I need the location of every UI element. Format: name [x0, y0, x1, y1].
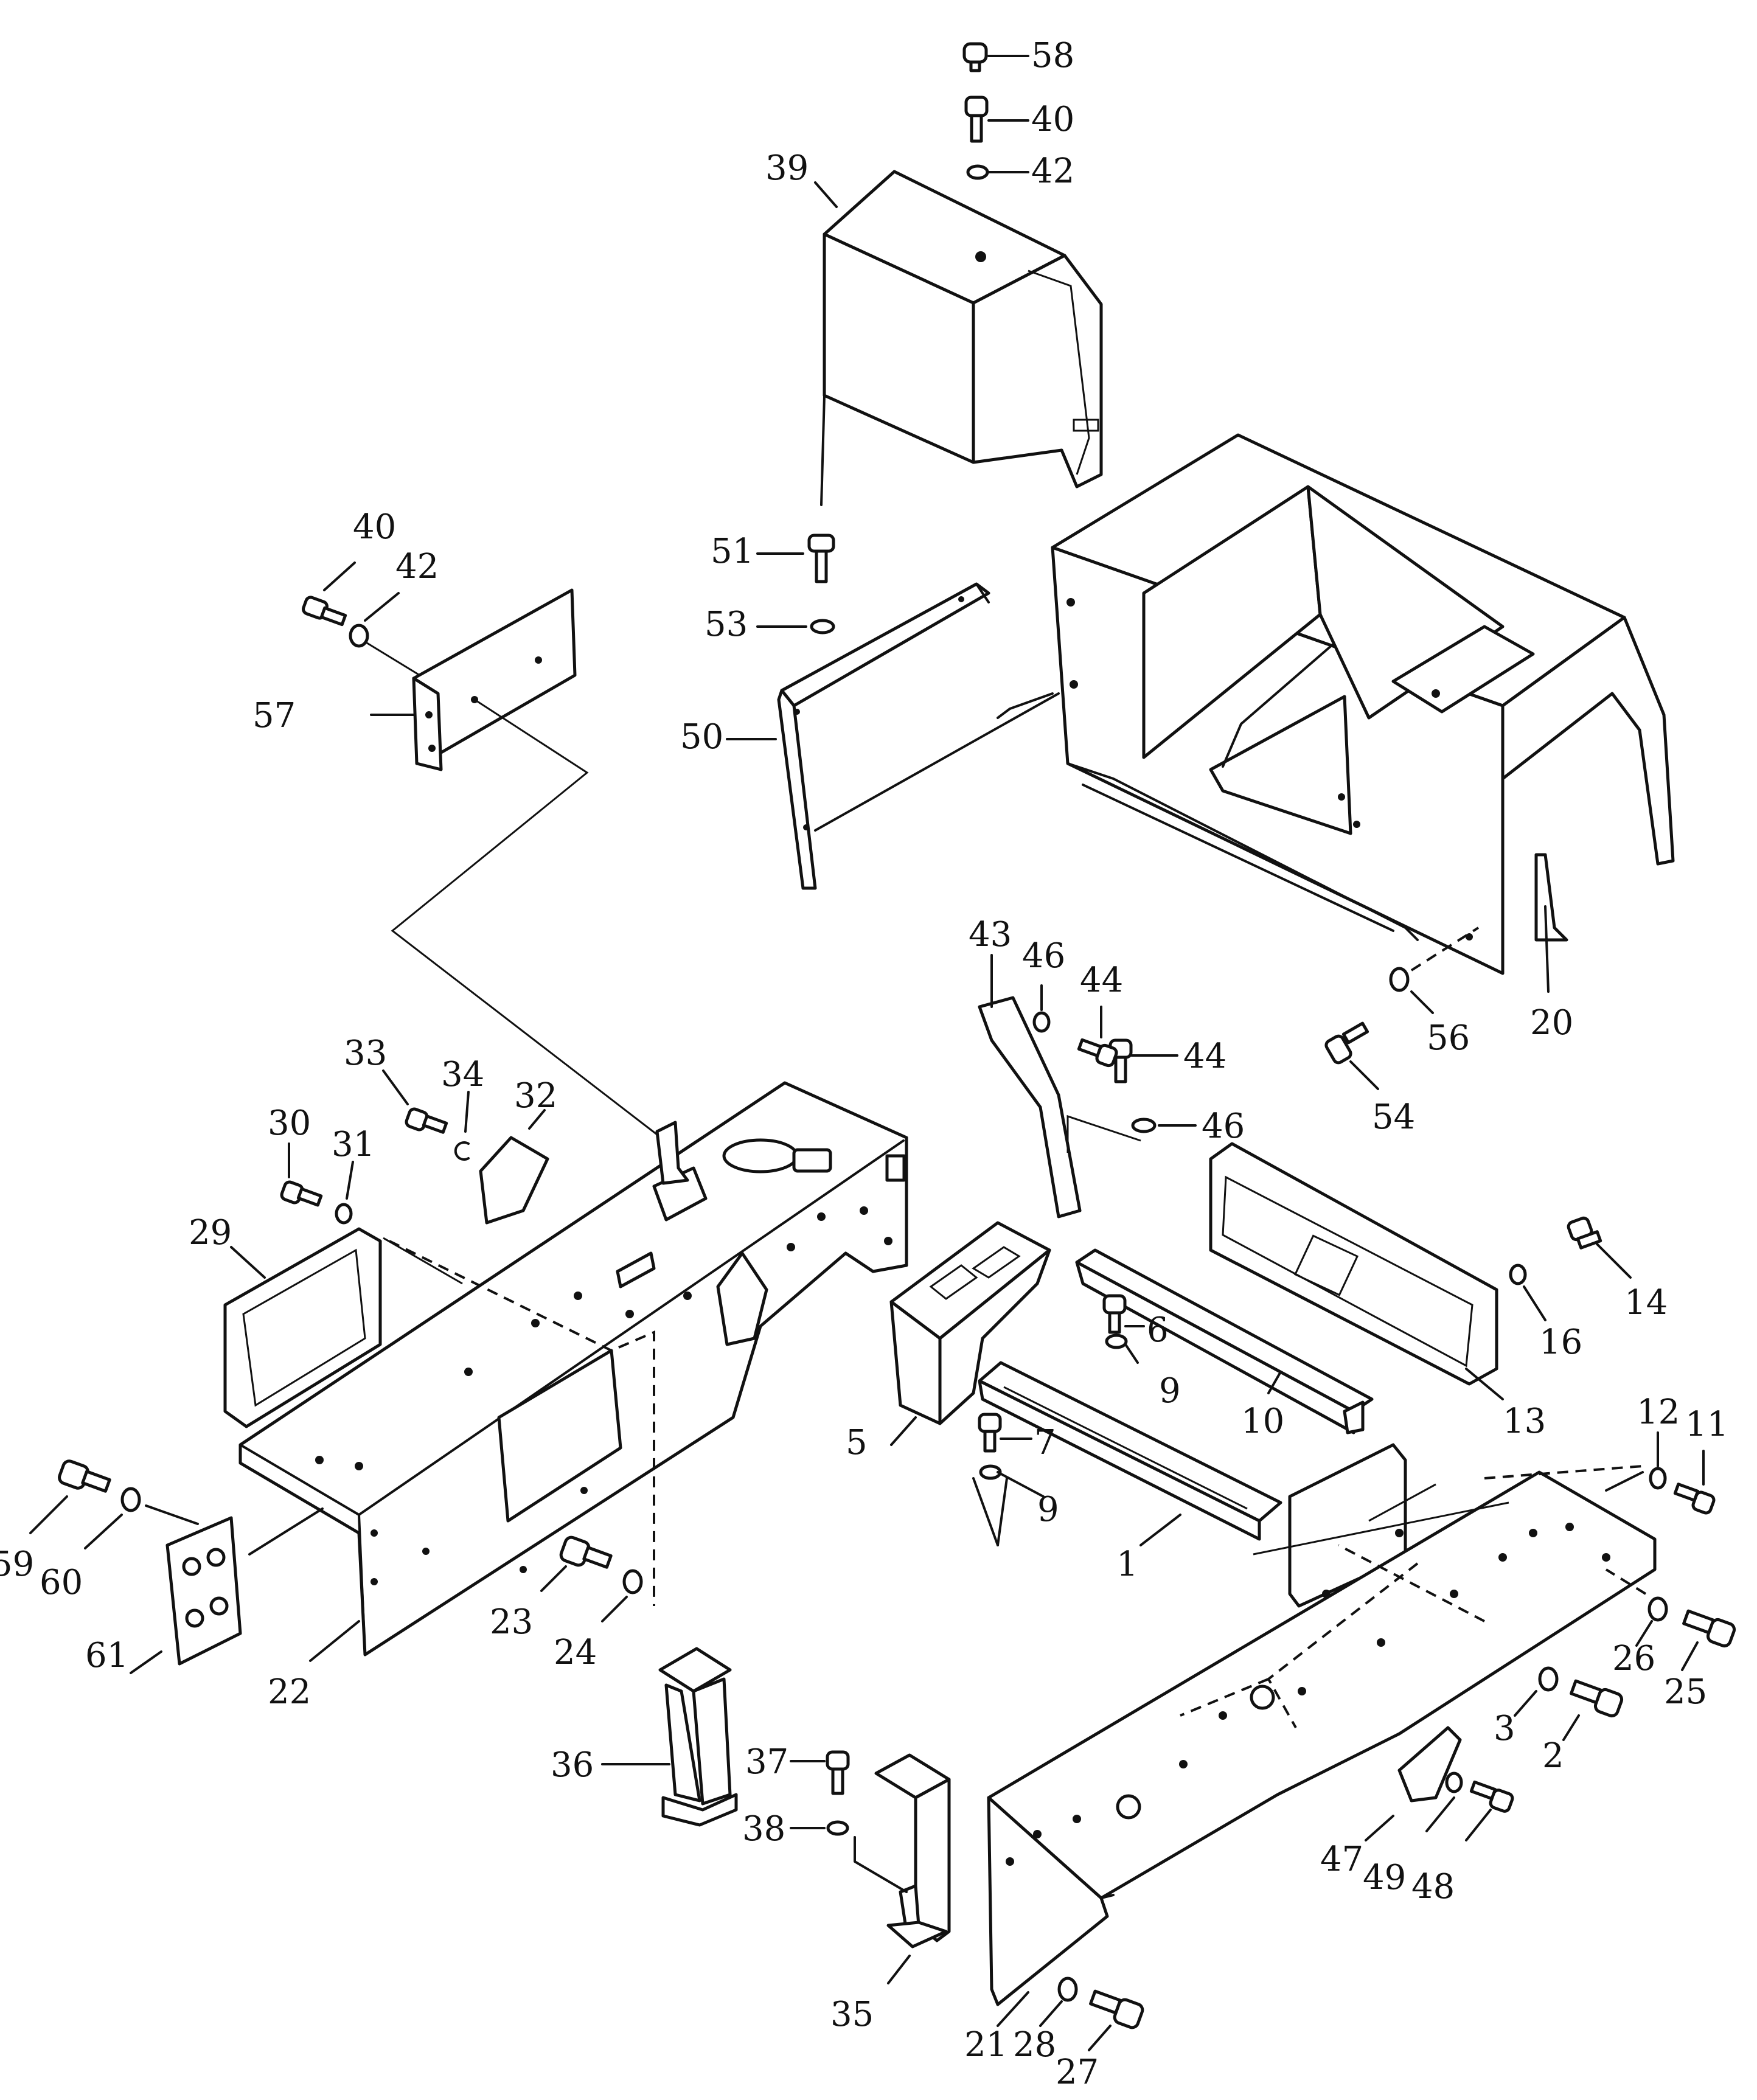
label-33: 33: [344, 1034, 387, 1073]
label-50: 50: [680, 717, 723, 757]
hardware-6-7-9: [972, 1294, 1145, 1546]
label-9-b: 9: [1037, 1490, 1059, 1529]
label-43: 43: [969, 915, 1012, 954]
label-34: 34: [441, 1055, 484, 1094]
label-9-a: 9: [1159, 1371, 1181, 1411]
label-28: 28: [1013, 2025, 1056, 2065]
label-51: 51: [711, 532, 754, 571]
callout-labels: 58 40 42 39 51 53 50 40 42 57 43 46 44 4…: [0, 36, 1728, 2092]
hardware-40-42-left: [302, 562, 420, 676]
label-32: 32: [514, 1076, 557, 1116]
label-30: 30: [268, 1104, 311, 1143]
label-14: 14: [1624, 1283, 1668, 1323]
part-13-panel: [1209, 1142, 1504, 1400]
part-47-plate: [1365, 1726, 1514, 1841]
label-37: 37: [745, 1742, 788, 1782]
hardware-30-31-33-34: [230, 1069, 470, 1279]
part-39-cover: [820, 170, 1103, 506]
label-59: 59: [0, 1545, 34, 1584]
hardware-54-56: [1324, 927, 1480, 1090]
part-50-side-panel: [777, 582, 1060, 890]
part-10-rail: [1075, 1248, 1374, 1434]
hardware-51-53: [756, 534, 835, 635]
part-35-support: [854, 1753, 951, 1984]
part-21-right-frame: [987, 1470, 1657, 2027]
part-1-crossmember: [978, 1361, 1407, 1608]
label-46-b: 46: [1202, 1107, 1245, 1146]
label-11: 11: [1685, 1405, 1728, 1444]
label-26: 26: [1612, 1639, 1655, 1678]
label-21: 21: [964, 2025, 1007, 2065]
label-58: 58: [1031, 36, 1074, 75]
label-25: 25: [1664, 1672, 1707, 1712]
label-47: 47: [1320, 1840, 1363, 1879]
label-57: 57: [252, 696, 296, 735]
hardware-44-46: [1066, 1006, 1197, 1153]
label-46-a: 46: [1022, 936, 1065, 976]
label-5: 5: [846, 1423, 868, 1462]
part-36-support: [601, 1647, 738, 1827]
label-48: 48: [1411, 1867, 1455, 1907]
label-39: 39: [765, 148, 809, 188]
leader-lines: [370, 181, 838, 740]
label-31: 31: [332, 1125, 375, 1164]
part-43-column: [978, 954, 1082, 1219]
label-6: 6: [1147, 1310, 1169, 1350]
part-32-plate: [479, 1109, 549, 1225]
part-57-panel: [391, 588, 658, 1136]
hardware-23-24: [309, 1535, 643, 1662]
label-12: 12: [1637, 1392, 1680, 1432]
label-44-b: 44: [1183, 1037, 1226, 1076]
label-42-top: 42: [1031, 151, 1074, 191]
label-36: 36: [551, 1745, 594, 1785]
label-29: 29: [189, 1213, 232, 1253]
hardware-14-16: [1509, 1216, 1632, 1321]
label-38: 38: [742, 1809, 785, 1849]
hardware-2-3-11-12-25-26-27-28: [1039, 1431, 1736, 2051]
label-42-left: 42: [395, 547, 439, 586]
label-16: 16: [1539, 1323, 1582, 1362]
label-44-a: 44: [1080, 961, 1123, 1000]
label-40-left: 40: [353, 507, 396, 547]
label-40-top: 40: [1031, 100, 1074, 139]
label-22: 22: [268, 1672, 311, 1712]
label-49: 49: [1363, 1858, 1406, 1897]
label-27: 27: [1056, 2053, 1099, 2092]
label-53: 53: [705, 605, 748, 644]
label-56: 56: [1427, 1018, 1470, 1058]
part-29-gasket: [223, 1227, 463, 1428]
label-35: 35: [830, 1995, 874, 2034]
label-13: 13: [1503, 1402, 1546, 1441]
label-2: 2: [1542, 1736, 1564, 1776]
part-61-plate: [29, 1459, 324, 1674]
label-54: 54: [1372, 1097, 1415, 1137]
part-20-housing: [1051, 433, 1675, 993]
label-23: 23: [490, 1602, 533, 1642]
part-5-base: [889, 1221, 1051, 1446]
label-1: 1: [1116, 1545, 1138, 1584]
label-24: 24: [554, 1633, 597, 1672]
label-60: 60: [40, 1563, 83, 1602]
hardware-37-38: [790, 1750, 850, 1836]
label-3: 3: [1494, 1709, 1515, 1748]
label-7: 7: [1034, 1423, 1056, 1462]
label-61: 61: [85, 1636, 128, 1675]
part-22-left-frame: [238, 1081, 908, 1657]
hardware-58-40-42: [962, 42, 1029, 180]
label-10: 10: [1241, 1402, 1284, 1441]
label-20: 20: [1530, 1003, 1573, 1043]
